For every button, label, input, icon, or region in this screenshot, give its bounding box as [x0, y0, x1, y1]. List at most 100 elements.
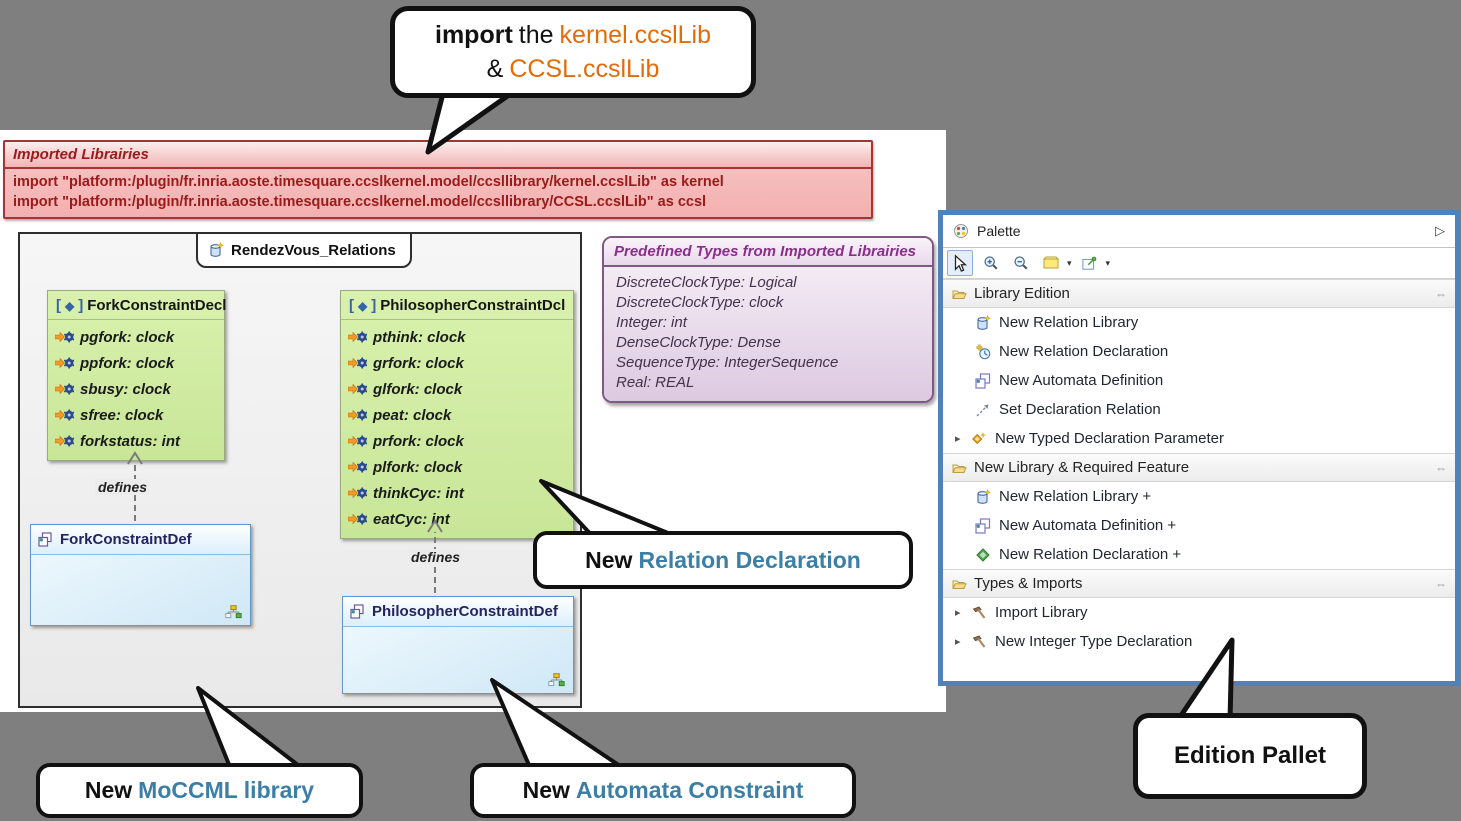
expander-icon[interactable]: ▸ [955, 433, 961, 445]
palette-section-new-library-required-feature[interactable]: New Library & Required Feature ⇔ [943, 453, 1455, 482]
def-title: PhilosopherConstraintDef [372, 603, 558, 620]
frame-title: RendezVous_Relations [231, 241, 396, 259]
zoom-out-tool-button[interactable] [1009, 251, 1033, 275]
fork-constraint-def-box[interactable]: ForkConstraintDef [30, 524, 251, 626]
open-folder-icon [951, 460, 967, 476]
decl-field[interactable]: sfree: clock [48, 402, 224, 428]
palette-item-new-relation-declaration[interactable]: New Relation Declaration [943, 337, 1455, 366]
dashed-arrow-icon [975, 402, 991, 418]
philosopher-constraint-def-box[interactable]: PhilosopherConstraintDef [342, 596, 574, 694]
pinned-note-icon [1082, 255, 1098, 271]
palette-item-new-relation-library-plus[interactable]: New Relation Library + [943, 482, 1455, 511]
expander-icon[interactable]: ▸ [955, 636, 961, 648]
palette-title: Palette [977, 223, 1021, 239]
decl-field[interactable]: pgfork: clock [48, 324, 224, 350]
import-statement: import "platform:/plugin/fr.inria.aoste.… [13, 174, 724, 190]
open-folder-icon [951, 286, 967, 302]
decl-bracket-icon: ] [78, 297, 84, 314]
automata-definition-icon [38, 532, 54, 548]
decl-field[interactable]: glfork: clock [341, 376, 573, 402]
clock-property-icon [55, 409, 74, 421]
green-diamond-icon [975, 547, 991, 563]
palette-item-new-integer-type-declaration[interactable]: ▸ New Integer Type Declaration [955, 633, 1193, 650]
relation-library-icon [208, 242, 224, 258]
predefined-type: Integer: int [616, 314, 687, 331]
decl-field[interactable]: plfork: clock [341, 454, 573, 480]
palette-item-new-automata-definition-plus[interactable]: New Automata Definition + [943, 511, 1455, 540]
section-pin-icon[interactable]: ⇔ [1435, 576, 1447, 591]
int-property-icon [348, 487, 367, 499]
decl-title: PhilosopherConstraintDcl [380, 297, 566, 314]
section-pin-icon[interactable]: ⇔ [1435, 460, 1447, 475]
imported-libraries-title: Imported Librairies [5, 142, 871, 169]
decl-field[interactable]: pthink: clock [341, 324, 573, 350]
automata-definition-icon [975, 373, 991, 389]
palette-item-new-relation-declaration-plus[interactable]: New Relation Declaration + [943, 540, 1455, 569]
callout-text: import [435, 21, 513, 49]
predefined-type: SequenceType: IntegerSequence [616, 354, 839, 371]
fork-constraint-decl-box[interactable]: [◆] ForkConstraintDecl pgfork: clock ppf… [47, 290, 226, 461]
relation-declaration-icon [975, 344, 991, 360]
clock-property-icon [55, 357, 74, 369]
import-statement: import "platform:/plugin/fr.inria.aoste.… [13, 194, 707, 210]
decl-field[interactable]: grfork: clock [341, 350, 573, 376]
note-icon [1043, 255, 1059, 271]
cursor-icon [951, 254, 969, 272]
palette-icon [953, 223, 969, 239]
diagram-frame[interactable]: RendezVous_Relations [◆] ForkConstraintD… [18, 232, 582, 708]
decl-field[interactable]: prfork: clock [341, 428, 573, 454]
imported-libraries-note[interactable]: Imported Librairies import "platform:/pl… [3, 140, 873, 219]
select-tool-button[interactable] [947, 250, 973, 276]
note-attachment-tool-button[interactable] [1078, 251, 1102, 275]
expander-icon[interactable]: ▸ [955, 607, 961, 619]
def-title: ForkConstraintDef [60, 531, 192, 548]
open-folder-icon [951, 576, 967, 592]
zoom-in-tool-button[interactable] [979, 251, 1003, 275]
predefined-types-note[interactable]: Predefined Types from Imported Librairie… [602, 236, 934, 403]
clock-property-icon [348, 435, 367, 447]
automata-definition-icon [350, 604, 366, 620]
palette-item-new-relation-library[interactable]: New Relation Library [943, 308, 1455, 337]
decl-field[interactable]: eatCyc: int [341, 506, 573, 532]
predefined-type: DiscreteClockType: clock [616, 294, 784, 311]
org-chart-icon [225, 605, 242, 619]
decl-field[interactable]: forkstatus: int [48, 428, 224, 454]
palette-section-types-imports[interactable]: Types & Imports ⇔ [943, 569, 1455, 598]
defines-edge-label: defines [95, 479, 151, 495]
clock-property-icon [348, 357, 367, 369]
decl-field[interactable]: peat: clock [341, 402, 573, 428]
palette-item-import-library[interactable]: ▸ Import Library [955, 604, 1088, 621]
section-pin-icon[interactable]: ⇔ [1435, 286, 1447, 301]
relation-library-icon [975, 315, 991, 331]
decl-diamond-icon: ◆ [358, 298, 368, 313]
automata-definition-icon [975, 518, 991, 534]
decl-bracket-icon: [ [56, 297, 61, 314]
philosopher-constraint-decl-box[interactable]: [◆] PhilosopherConstraintDcl pthink: clo… [340, 290, 574, 539]
hammer-icon [971, 634, 987, 650]
note-tool-button[interactable] [1039, 251, 1063, 275]
clock-property-icon [348, 409, 367, 421]
int-property-icon [55, 435, 74, 447]
note-attachment-dropdown[interactable]: ▾ [1105, 257, 1111, 268]
hammer-icon [971, 605, 987, 621]
org-chart-icon [548, 673, 565, 687]
frame-title-tab[interactable]: RendezVous_Relations [196, 232, 412, 268]
predefined-types-title: Predefined Types from Imported Librairie… [604, 238, 932, 267]
note-tool-dropdown[interactable]: ▾ [1067, 257, 1072, 268]
decl-field[interactable]: ppfork: clock [48, 350, 224, 376]
palette-item-set-declaration-relation[interactable]: Set Declaration Relation [943, 395, 1455, 424]
zoom-out-icon [1013, 255, 1029, 271]
decl-field[interactable]: thinkCyc: int [341, 480, 573, 506]
palette-item-new-typed-declaration-parameter[interactable]: ▸ New Typed Declaration Parameter [955, 430, 1224, 447]
palette-item-new-automata-definition[interactable]: New Automata Definition [943, 366, 1455, 395]
relation-library-icon [975, 489, 991, 505]
palette-panel: Palette ▷ ▾ ▾ Library Edition ⇔ New Rela… [938, 210, 1460, 686]
predefined-type: Real: REAL [616, 374, 695, 391]
zoom-in-icon [983, 255, 999, 271]
palette-section-library-edition[interactable]: Library Edition ⇔ [943, 279, 1455, 308]
palette-collapse-icon[interactable]: ▷ [1435, 223, 1445, 238]
decl-field[interactable]: sbusy: clock [48, 376, 224, 402]
